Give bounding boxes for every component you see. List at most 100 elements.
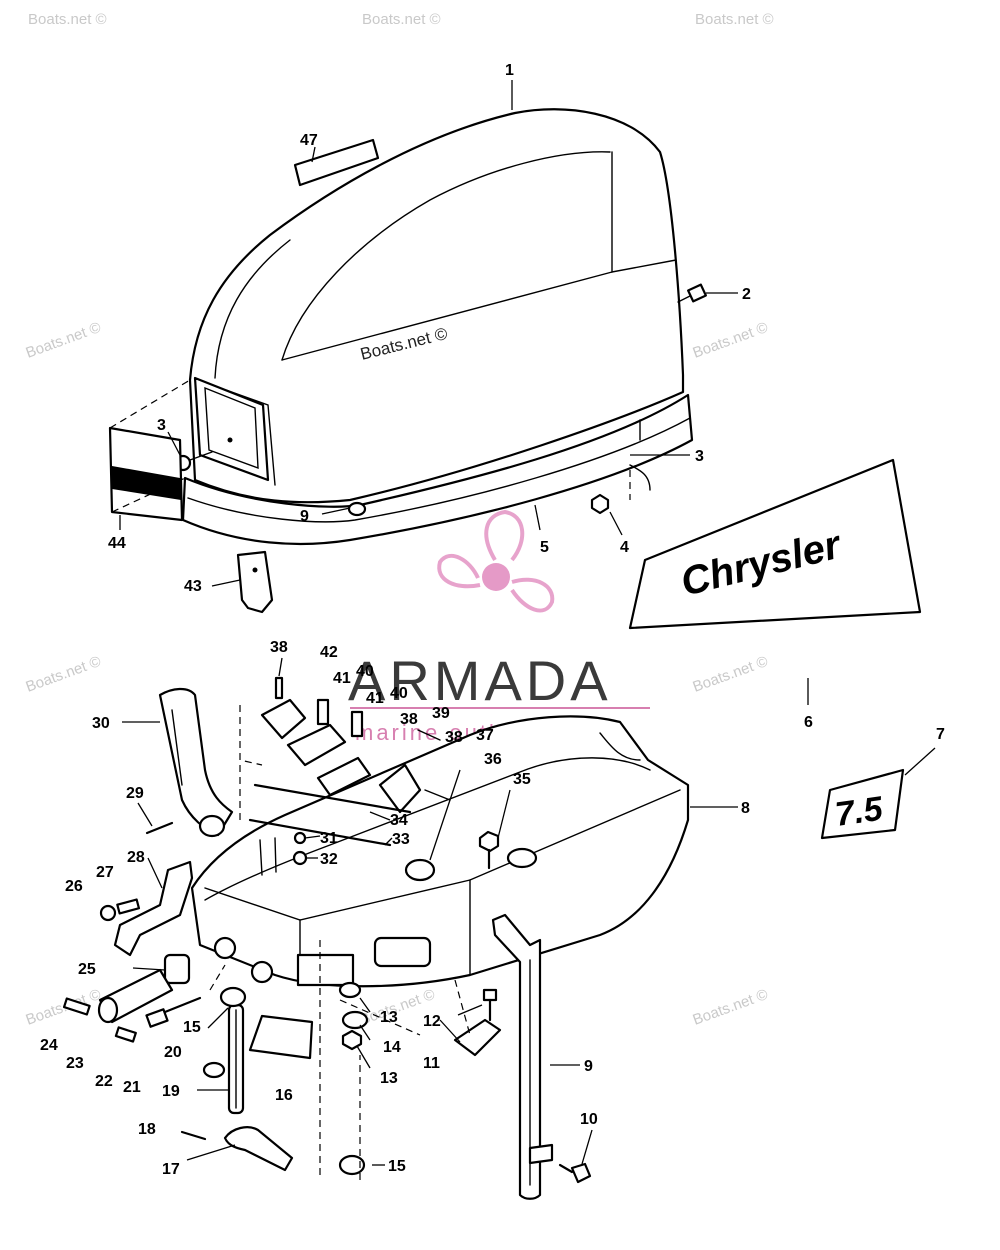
part-9-grommet (347, 501, 367, 517)
label-part-24: 24 (40, 1037, 58, 1054)
part-18-pin (180, 1130, 207, 1141)
label-part-15: 15 (183, 1019, 201, 1036)
part-7-hp-decal: 7.5 (820, 768, 905, 840)
part-6-brand-decal: Chrysler (628, 458, 922, 630)
label-part-13: 13 (380, 1009, 398, 1026)
part-27-screw (116, 898, 141, 915)
part-16-plate (248, 1014, 314, 1060)
label-part-9: 9 (584, 1058, 593, 1075)
part-12-screw (482, 988, 498, 1022)
part-15-grommet (219, 986, 247, 1008)
label-part-27: 27 (96, 864, 114, 881)
part-31-washer (293, 831, 307, 845)
part-11-clamp (453, 1018, 502, 1057)
part-41-screw (350, 710, 364, 738)
label-part-9: 9 (300, 508, 309, 525)
label-part-13: 13 (380, 1070, 398, 1087)
pan-drain-port (506, 847, 538, 869)
throttle-linkage-parts (248, 676, 451, 847)
watermark-text: Boats.net © (691, 319, 771, 362)
label-part-43: 43 (184, 578, 202, 595)
label-part-2: 2 (742, 286, 751, 303)
part-32-washer (292, 850, 308, 866)
label-part-18: 18 (138, 1121, 156, 1138)
part-25-knob (163, 953, 191, 985)
label-part-16: 16 (275, 1087, 293, 1104)
label-part-32: 32 (320, 851, 338, 868)
label-part-26: 26 (65, 878, 83, 895)
label-part-23: 23 (66, 1055, 84, 1072)
label-part-21: 21 (123, 1079, 141, 1096)
part-9-lower-bracket (491, 913, 554, 1200)
part-21-fitting (145, 996, 202, 1028)
watermark-text: Boats.net © (28, 11, 107, 28)
part-35-screw (478, 830, 500, 870)
label-part-42: 42 (320, 644, 338, 661)
label-part-34: 34 (390, 812, 408, 829)
part-33-rod (248, 818, 392, 847)
part-47-label (293, 138, 380, 187)
label-part-29: 29 (126, 785, 144, 802)
part-38-pin (274, 676, 284, 700)
part-44-side-decal (108, 426, 184, 522)
label-part-31: 31 (320, 830, 338, 847)
part-23-grip (97, 968, 174, 1024)
label-part-5: 5 (540, 539, 549, 556)
part-8-lower-pan (190, 715, 690, 988)
label-part-15: 15 (388, 1158, 406, 1175)
part-24-label (62, 997, 91, 1016)
part-42-cam (260, 698, 307, 740)
label-part-14: 14 (383, 1039, 401, 1056)
label-part-20: 20 (164, 1044, 182, 1061)
part-19-shaft (227, 1003, 245, 1115)
watermark-text: Boats.net © (24, 319, 104, 362)
label-part-12: 12 (423, 1013, 441, 1030)
label-part-6: 6 (804, 714, 813, 731)
label-part-25: 25 (78, 961, 96, 978)
part-43-bracket (236, 550, 274, 614)
label-part-8: 8 (741, 800, 750, 817)
cover-front-window (193, 376, 270, 482)
label-part-47: 47 (300, 132, 318, 149)
label-part-22: 22 (95, 1073, 113, 1090)
pan-opening (373, 936, 432, 968)
label-part-28: 28 (127, 849, 145, 866)
label-part-33: 33 (392, 831, 410, 848)
part-34-rod (253, 783, 412, 814)
part-1-engine-cover (188, 108, 685, 504)
part-17-lever (223, 1126, 294, 1172)
part-38-clamp (378, 763, 422, 814)
label-part-7: 7 (936, 726, 945, 743)
part-4-nut (590, 493, 610, 515)
part-40-link (286, 723, 347, 767)
label-part-36: 36 (484, 751, 502, 768)
watermark-text: Boats.net © (24, 653, 104, 696)
part-15-grommet (338, 1154, 366, 1176)
watermark-text: Boats.net © (691, 986, 771, 1029)
watermark-text: Boats.net © (695, 11, 774, 28)
pan-mount-boss (404, 858, 436, 882)
part-22-label (114, 1026, 137, 1043)
label-part-30: 30 (92, 715, 110, 732)
label-part-37: 37 (476, 727, 494, 744)
assembly-lines (109, 379, 631, 1180)
label-part-10: 10 (580, 1111, 598, 1128)
label-part-17: 17 (162, 1161, 180, 1178)
label-part-39: 39 (432, 705, 450, 722)
part-13-nut (338, 981, 362, 999)
label-part-4: 4 (620, 539, 629, 556)
pan-front-port (213, 936, 237, 960)
watermark-text: Boats.net © (691, 653, 771, 696)
part-29-pin (145, 821, 174, 835)
label-part-38: 38 (400, 711, 418, 728)
pan-front-plate (296, 953, 355, 987)
label-part-19: 19 (162, 1083, 180, 1100)
label-part-38: 38 (270, 639, 288, 656)
label-part-41: 41 (366, 690, 384, 707)
part-28-bracket (113, 860, 194, 957)
part-2-screw (677, 283, 707, 303)
part-5-cover-seal (181, 393, 694, 546)
part-13-nut (341, 1029, 363, 1051)
label-part-35: 35 (513, 771, 531, 788)
